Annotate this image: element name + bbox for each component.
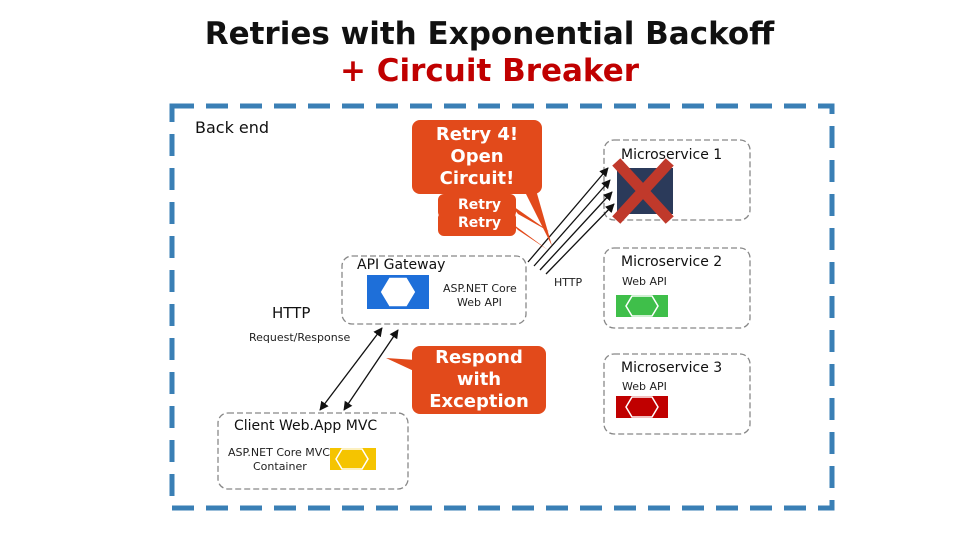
retry-arrow-2 — [533, 179, 611, 267]
respond-callout-line2: Exception — [429, 391, 529, 412]
http-left-label: HTTP — [272, 304, 311, 322]
microservice-3-subtitle: Web API — [622, 380, 667, 393]
api-gateway-subtitle-1: ASP.NET Core — [443, 282, 517, 295]
backend-label: Back end — [195, 118, 270, 137]
retry-callout-line2: Open Circuit! — [439, 146, 515, 189]
retry-arrow-3 — [539, 191, 613, 271]
respond-callout-line1: Respond with — [435, 347, 523, 390]
hexagon-blue-icon — [379, 276, 417, 308]
retry-ghost-1 — [438, 194, 550, 232]
retry-ghost-2 — [438, 212, 548, 250]
microservice-3-title: Microservice 3 — [621, 360, 723, 376]
retry-arrow-4 — [545, 203, 615, 275]
faded-retry-1: Retry — [458, 197, 501, 213]
response-arrow — [343, 329, 399, 411]
request-response-label: Request/Response — [249, 331, 351, 344]
microservice-2-subtitle: Web API — [622, 275, 667, 288]
title-line-1: Retries with Exponential Backoff — [204, 16, 775, 52]
hexagon-green-icon — [625, 295, 659, 317]
api-gateway-title: API Gateway — [357, 257, 446, 273]
hexagon-red-icon — [625, 396, 659, 418]
client-subtitle-2: Container — [253, 460, 307, 473]
retry-callout: Retry 4! Open Circuit! — [412, 120, 542, 194]
http-right-label: HTTP — [554, 276, 583, 289]
retry-callout-line1: Retry 4! — [435, 124, 519, 145]
client-subtitle-1: ASP.NET Core MVC — [228, 446, 330, 459]
respond-callout: Respond with Exception — [412, 346, 546, 414]
microservice-1-title: Microservice 1 — [621, 147, 723, 163]
client-title: Client Web.App MVC — [234, 418, 378, 434]
faded-retry-2: Retry — [458, 215, 501, 231]
x-mark-icon — [612, 158, 674, 224]
retry-bubble-tail — [520, 182, 552, 246]
hexagon-yellow-icon — [335, 448, 369, 470]
microservice-2-title: Microservice 2 — [621, 254, 723, 270]
backend-container — [169, 103, 835, 511]
retry-arrow-1 — [527, 167, 609, 263]
title-line-2: + Circuit Breaker — [339, 53, 640, 89]
api-gateway-subtitle-2: Web API — [457, 296, 502, 309]
